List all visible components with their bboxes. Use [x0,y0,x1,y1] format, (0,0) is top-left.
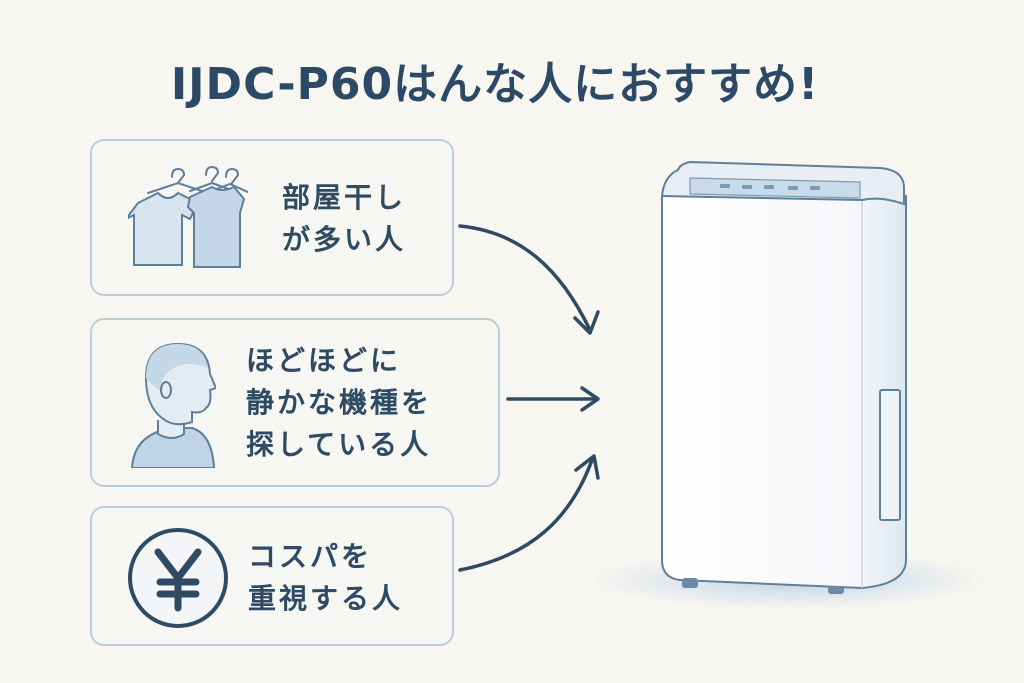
card-line: が多い人 [282,223,407,256]
card-indoor-drying: 部屋干し が多い人 [90,139,454,296]
card-text: コスパを 重視する人 [248,536,403,620]
card-line: コスパを [248,540,373,573]
page-title: IJDC-P60はんな人におすすめ! [170,59,820,110]
card-cost-performance: コスパを 重視する人 [90,506,454,646]
card-text: ほどほどに 静かな機種を 探している人 [246,340,432,466]
card-line: ほどほどに [246,344,402,377]
clothes-hanger-icon [128,165,248,268]
arrow-bottom [458,458,594,572]
arrow-top [458,224,592,332]
card-quiet-model: ほどほどに 静かな機種を 探している人 [90,318,500,487]
card-line: 静かな機種を [246,386,433,419]
card-text: 部屋干し が多い人 [282,177,406,261]
person-profile-icon [130,342,216,468]
card-line: 重視する人 [248,582,404,615]
card-line: 部屋干し [282,181,407,214]
yen-icon [128,528,228,628]
card-line: 探している人 [246,428,432,461]
